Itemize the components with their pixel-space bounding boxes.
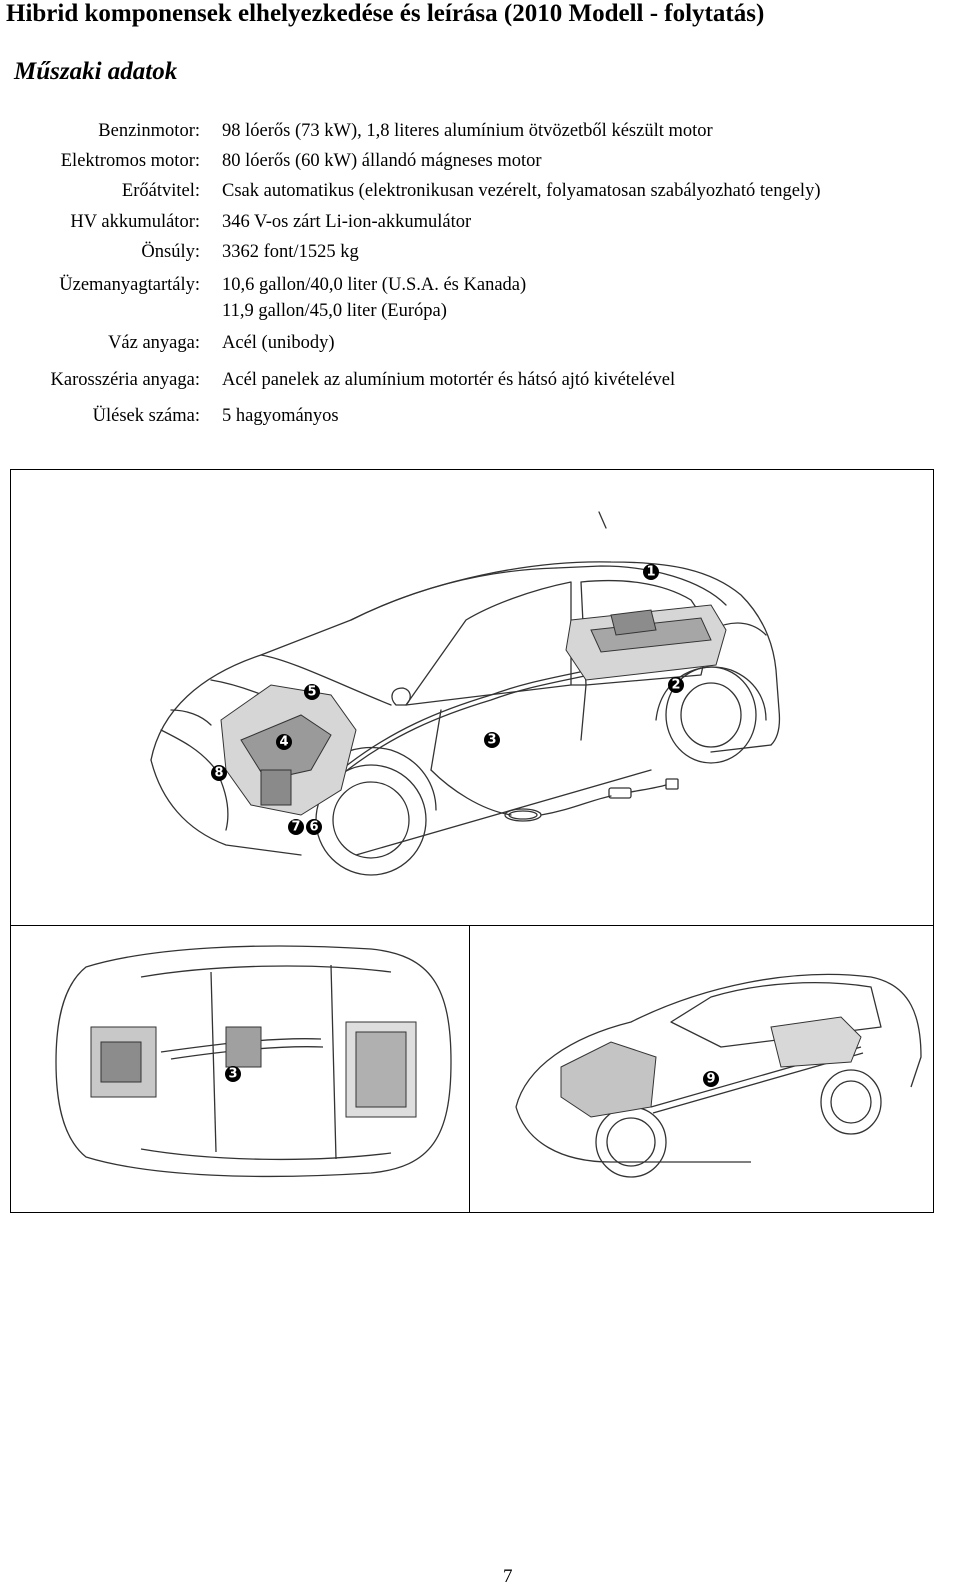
svg-text:6: 6	[309, 820, 318, 835]
svg-text:7: 7	[291, 820, 300, 835]
spec-value: 10,6 gallon/40,0 liter (U.S.A. és Kanada…	[222, 275, 527, 295]
car-side-view-illustration: 9	[515, 973, 922, 1178]
callout-1: 1	[643, 564, 659, 580]
figure-divider	[469, 925, 470, 1212]
callout-6: 6	[306, 819, 322, 835]
spec-value: 346 V-os zárt Li-ion-akkumulátor	[222, 212, 472, 232]
callout-3-top-view: 3	[225, 1066, 241, 1082]
spec-row-gasoline-engine: Benzinmotor: 98 lóerős (73 kW), 1,8 lite…	[0, 117, 960, 147]
page-title: Hibrid komponensek elhelyezkedése és leí…	[6, 0, 765, 27]
spec-value: Acél panelek az alumínium motortér és há…	[222, 370, 676, 390]
spec-label: Üzemanyagtartály:	[59, 275, 200, 295]
page-number: 7	[503, 1566, 513, 1587]
svg-text:5: 5	[307, 685, 316, 700]
spec-row-fuel-tank: Üzemanyagtartály: 10,6 gallon/40,0 liter…	[0, 271, 960, 327]
figure-divider	[11, 925, 933, 926]
spec-row-hv-battery: HV akkumulátor: 346 V-os zárt Li-ion-akk…	[0, 208, 960, 238]
spec-label: HV akkumulátor:	[70, 212, 200, 232]
spec-label: Ülések száma:	[92, 406, 200, 426]
section-heading: Műszaki adatok	[14, 58, 178, 85]
spec-value-secondary: 11,9 gallon/45,0 liter (Európa)	[222, 301, 447, 321]
car-top-view-illustration: 3	[55, 945, 452, 1178]
callout-5: 5	[304, 684, 320, 700]
car-perspective-illustration: 1 2 3 4 5 6 7 8	[150, 511, 781, 876]
svg-text:2: 2	[671, 678, 680, 693]
spec-row-seating: Ülések száma: 5 hagyományos	[0, 402, 960, 432]
callout-9: 9	[703, 1071, 719, 1087]
spec-value: 3362 font/1525 kg	[222, 242, 359, 262]
svg-text:8: 8	[214, 766, 223, 781]
spec-row-frame-material: Váz anyaga: Acél (unibody)	[0, 329, 960, 359]
component-location-figure: 1 2 3 4 5 6 7 8 3	[10, 469, 934, 1213]
callout-4: 4	[276, 734, 292, 750]
spec-value: Acél (unibody)	[222, 333, 335, 353]
svg-text:3: 3	[228, 1067, 237, 1082]
callout-2: 2	[668, 677, 684, 693]
svg-text:3: 3	[487, 733, 496, 748]
callout-8: 8	[211, 765, 227, 781]
spec-row-body-material: Karosszéria anyaga: Acél panelek az alum…	[0, 366, 960, 396]
spec-value: 5 hagyományos	[222, 406, 339, 426]
spec-label: Önsúly:	[141, 242, 200, 262]
svg-text:4: 4	[279, 735, 288, 750]
callout-7: 7	[288, 819, 304, 835]
spec-value: 80 lóerős (60 kW) állandó mágneses motor	[222, 151, 542, 171]
svg-text:1: 1	[646, 565, 655, 580]
spec-row-electric-motor: Elektromos motor: 80 lóerős (60 kW) álla…	[0, 147, 960, 177]
spec-label: Erőátvitel:	[121, 181, 200, 201]
spec-row-transmission: Erőátvitel: Csak automatikus (elektronik…	[0, 177, 960, 207]
spec-row-curb-weight: Önsúly: 3362 font/1525 kg	[0, 238, 960, 268]
spec-label: Váz anyaga:	[108, 333, 200, 353]
callout-3: 3	[484, 732, 500, 748]
spec-label: Benzinmotor:	[98, 121, 200, 141]
spec-label: Karosszéria anyaga:	[50, 370, 200, 390]
spec-value: 98 lóerős (73 kW), 1,8 literes alumínium…	[222, 121, 713, 141]
svg-text:9: 9	[706, 1072, 715, 1087]
spec-value: Csak automatikus (elektronikusan vezérel…	[222, 181, 821, 201]
spec-label: Elektromos motor:	[60, 151, 200, 171]
